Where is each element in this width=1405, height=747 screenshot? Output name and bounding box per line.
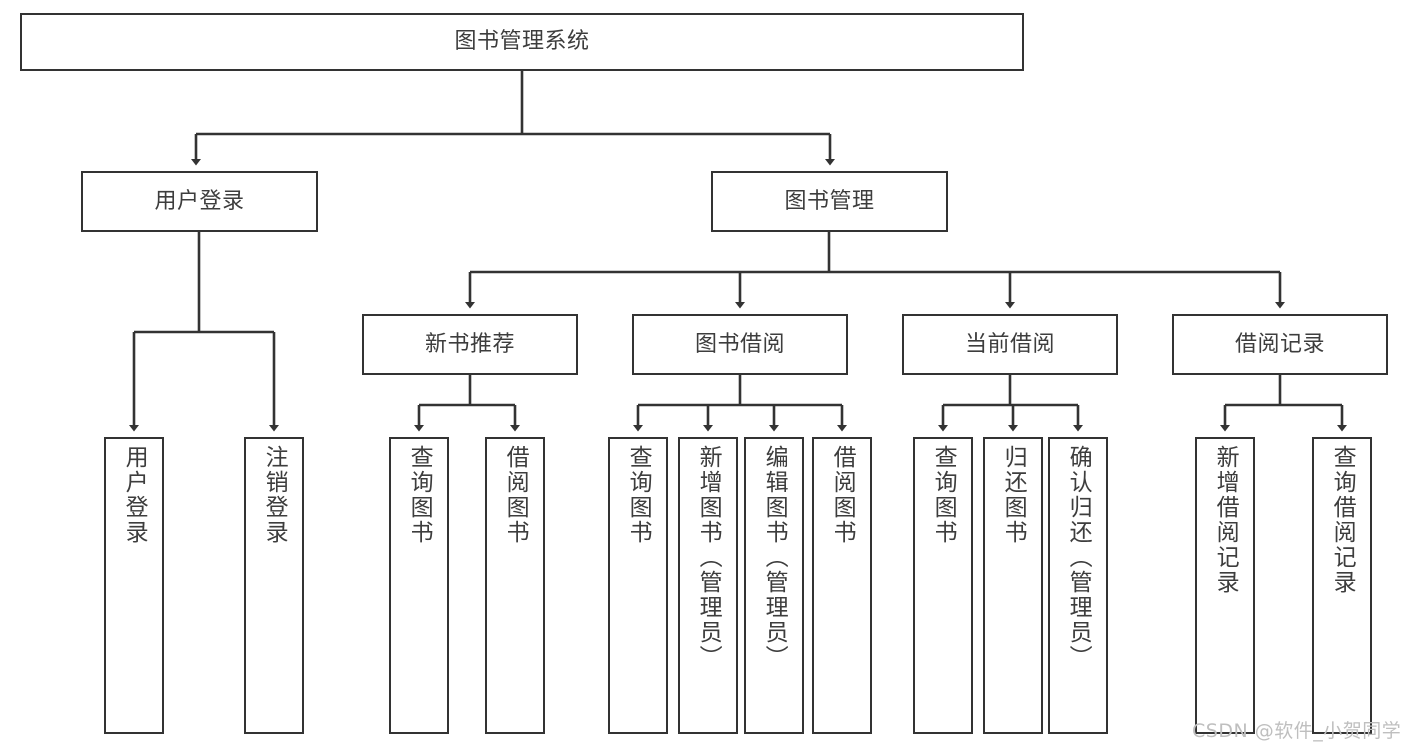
node-new-book-rec[interactable]: 新书推荐 [362,314,578,375]
node-book-manage-label: 图书管理 [784,188,875,214]
node-user-login[interactable]: 用户登录 [81,171,318,232]
leaf-user-logout[interactable]: 注销登录 [244,437,304,734]
leaf-query-book-1[interactable]: 查询图书 [389,437,449,734]
leaf-borrow-book-2[interactable]: 借阅图书 [812,437,872,734]
leaf-borrow-book-2-label: 借阅图书 [829,445,856,545]
leaf-query-borrow-record-label: 查询借阅记录 [1329,445,1356,595]
node-borrow-record-label: 借阅记录 [1234,331,1325,357]
leaf-query-book-3[interactable]: 查询图书 [913,437,973,734]
node-book-manage[interactable]: 图书管理 [711,171,948,232]
leaf-user-logout-label: 注销登录 [261,445,288,545]
leaf-return-book[interactable]: 归还图书 [983,437,1043,734]
leaf-borrow-book-1[interactable]: 借阅图书 [485,437,545,734]
leaf-add-book-admin[interactable]: 新增图书（管理员） [678,437,738,734]
node-current-borrow-label: 当前借阅 [964,331,1055,357]
csdn-watermark: CSDN @软件_小贺同学 [1192,720,1402,742]
node-borrow-record[interactable]: 借阅记录 [1172,314,1388,375]
node-book-borrow[interactable]: 图书借阅 [632,314,848,375]
leaf-query-book-2-label: 查询图书 [625,445,652,545]
node-book-borrow-label: 图书借阅 [694,331,785,357]
leaf-edit-book-admin-label: 编辑图书（管理员） [761,445,788,670]
leaf-user-login-label: 用户登录 [121,445,148,545]
node-root[interactable]: 图书管理系统 [20,13,1024,71]
leaf-query-borrow-record[interactable]: 查询借阅记录 [1312,437,1372,734]
leaf-confirm-return-admin-label: 确认归还（管理员） [1065,445,1092,670]
node-root-label: 图书管理系统 [454,29,590,55]
leaf-query-book-1-label: 查询图书 [406,445,433,545]
leaf-add-borrow-record-label: 新增借阅记录 [1212,445,1239,595]
leaf-add-book-admin-label: 新增图书（管理员） [695,445,722,670]
leaf-user-login[interactable]: 用户登录 [104,437,164,734]
leaf-query-book-3-label: 查询图书 [930,445,957,545]
leaf-confirm-return-admin[interactable]: 确认归还（管理员） [1048,437,1108,734]
node-new-book-rec-label: 新书推荐 [424,331,515,357]
leaf-edit-book-admin[interactable]: 编辑图书（管理员） [744,437,804,734]
leaf-borrow-book-1-label: 借阅图书 [502,445,529,545]
leaf-query-book-2[interactable]: 查询图书 [608,437,668,734]
leaf-return-book-label: 归还图书 [1000,445,1027,545]
leaf-add-borrow-record[interactable]: 新增借阅记录 [1195,437,1255,734]
node-user-login-label: 用户登录 [154,188,245,214]
node-current-borrow[interactable]: 当前借阅 [902,314,1118,375]
